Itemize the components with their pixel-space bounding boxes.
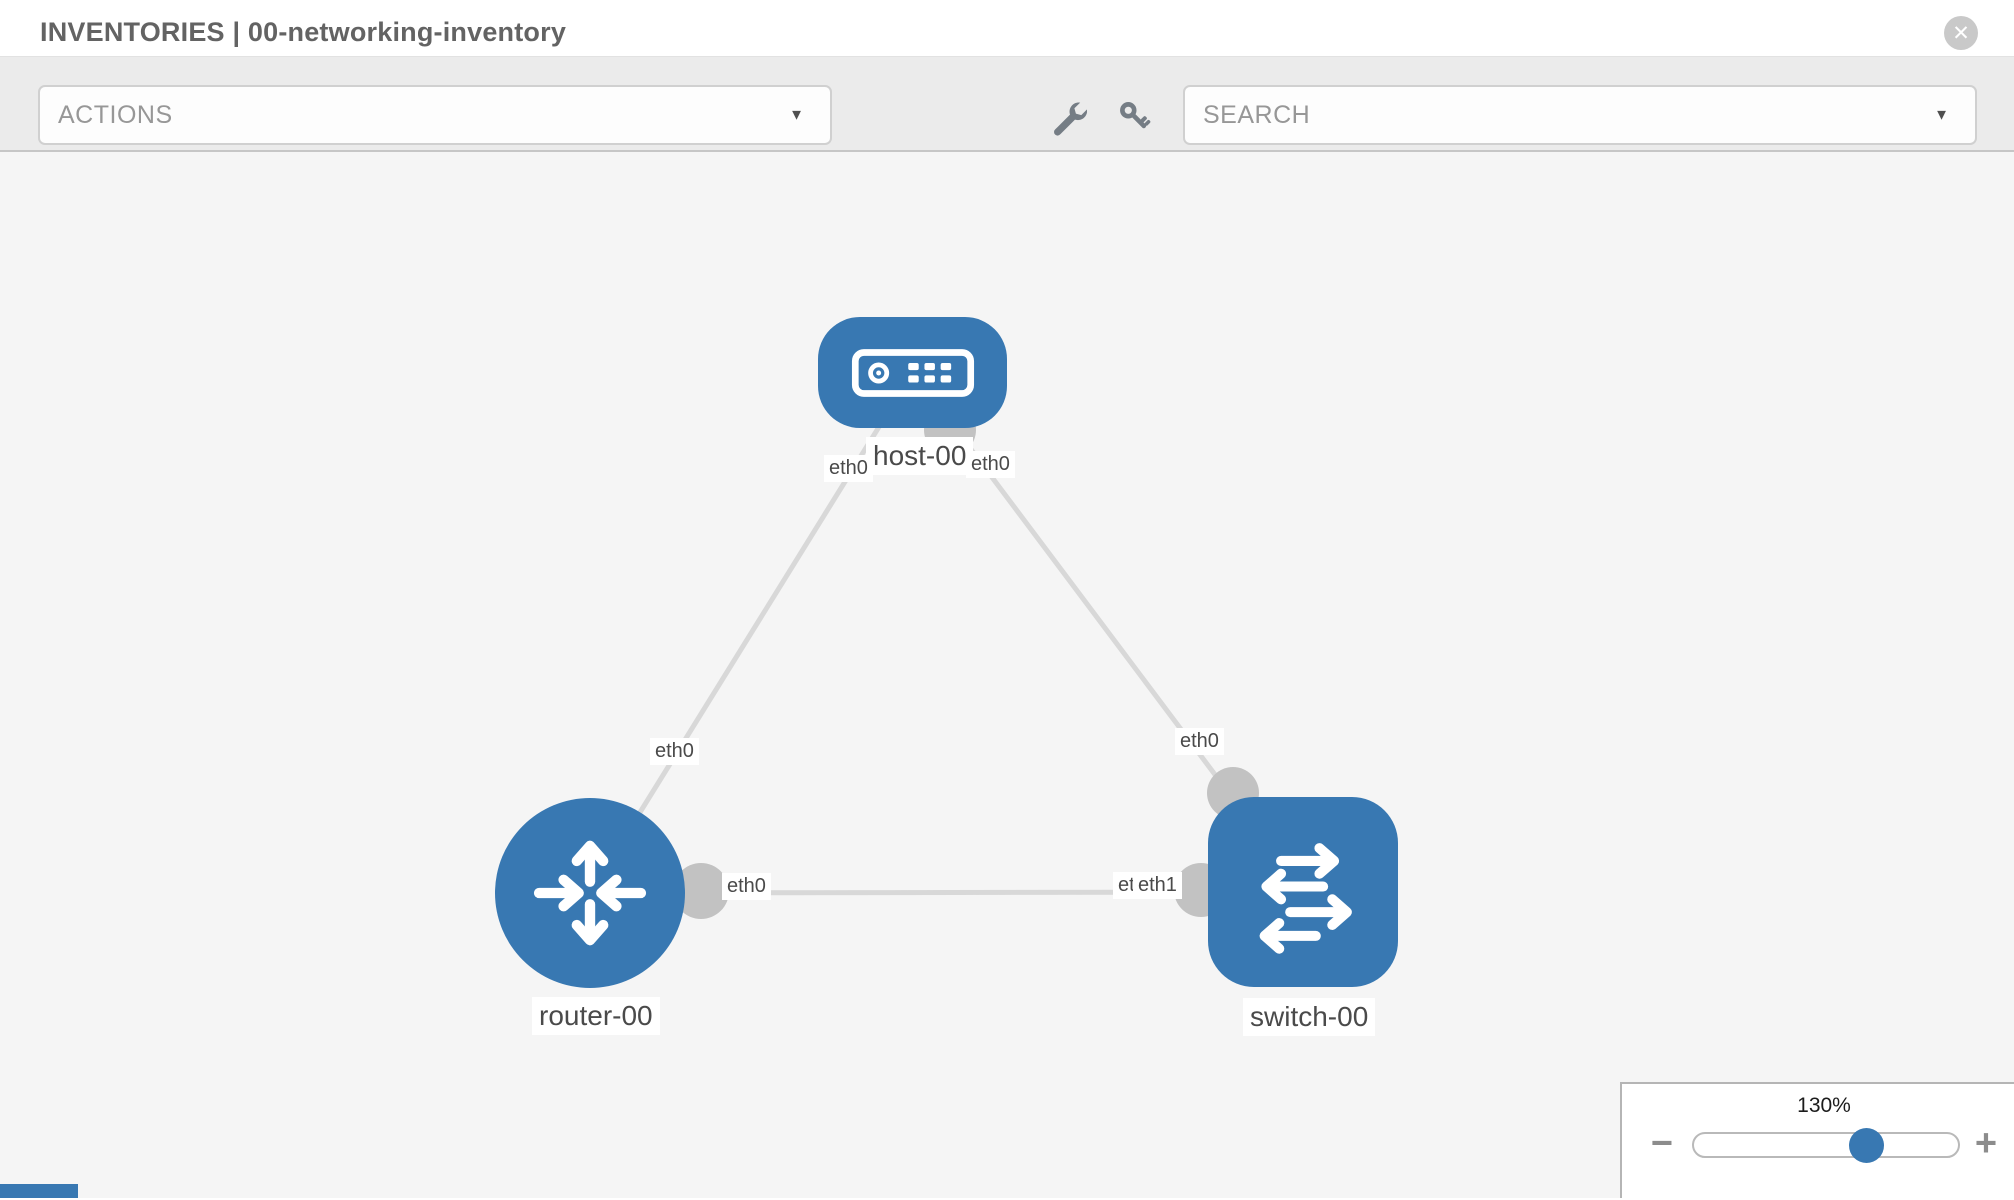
- zoom-panel: 130% − +: [1620, 1082, 2014, 1198]
- actions-dropdown-label: ACTIONS: [58, 100, 173, 129]
- toolbar: ACTIONS ▼ SEARCH ▼: [0, 57, 2014, 152]
- zoom-out-button[interactable]: −: [1651, 1124, 1673, 1162]
- plus-icon: +: [1974, 1122, 1998, 1165]
- zoom-slider-thumb[interactable]: [1849, 1128, 1884, 1163]
- interface-label: eth0: [1175, 728, 1224, 755]
- node-label-host: host-00: [866, 437, 974, 475]
- interface-label: eth1: [1133, 872, 1182, 899]
- minus-icon: −: [1650, 1122, 1674, 1165]
- search-dropdown[interactable]: SEARCH ▼: [1183, 85, 1977, 145]
- host-device-icon: [851, 348, 974, 397]
- node-switch-00[interactable]: [1208, 797, 1398, 987]
- interface-label: eth0: [966, 451, 1015, 478]
- search-dropdown-label: SEARCH: [1203, 100, 1311, 129]
- header: INVENTORIES | 00-networking-inventory ✕: [0, 0, 2014, 57]
- node-router-00[interactable]: [495, 798, 685, 988]
- tools-button[interactable]: [1044, 93, 1092, 141]
- interface-label: eth0: [650, 738, 699, 765]
- switch-arrows-icon: [1259, 843, 1352, 954]
- topology-canvas[interactable]: host-00 router-00 switch-00 eth0 eth0 et…: [0, 152, 2014, 1198]
- close-button[interactable]: ✕: [1944, 16, 1978, 50]
- node-label-router: router-00: [532, 997, 660, 1035]
- key-icon: [1120, 102, 1151, 129]
- actions-dropdown[interactable]: ACTIONS ▼: [38, 85, 832, 145]
- router-arrows-icon: [533, 840, 647, 946]
- wrench-icon: [1054, 102, 1087, 136]
- node-host-00[interactable]: [818, 317, 1007, 428]
- zoom-level-value: 130%: [1797, 1094, 1851, 1117]
- node-label-switch: switch-00: [1243, 998, 1376, 1036]
- close-icon: ✕: [1952, 21, 1970, 45]
- page-title: INVENTORIES | 00-networking-inventory: [40, 17, 567, 47]
- key-tool-button[interactable]: [1111, 93, 1159, 141]
- interface-label: eth0: [722, 873, 771, 900]
- caret-down-icon: ▼: [789, 106, 804, 124]
- caret-down-icon: ▼: [1934, 106, 1949, 124]
- links-layer: [587, 370, 1305, 919]
- zoom-slider[interactable]: [1692, 1128, 1960, 1163]
- interface-label: eth0: [824, 455, 873, 482]
- zoom-in-button[interactable]: +: [1975, 1124, 1997, 1162]
- key-legend-button[interactable]: [0, 1184, 78, 1198]
- interface-connector: [673, 863, 729, 919]
